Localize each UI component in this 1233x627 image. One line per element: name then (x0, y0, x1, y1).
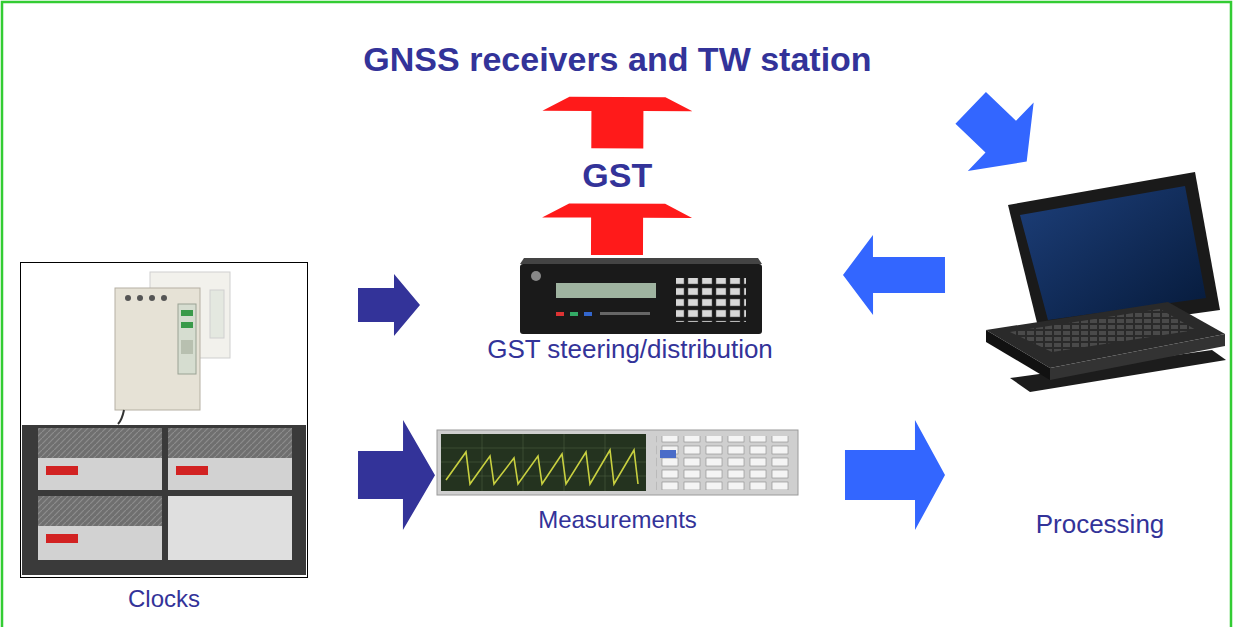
measurement-instrument (437, 430, 798, 495)
target-heading: GNSS receivers and TW station (340, 35, 895, 85)
measurement-unit: Measurements (437, 428, 798, 543)
steering-unit: GST steering/distribution (420, 255, 840, 375)
steering-device (520, 258, 762, 334)
clock-cabinets (115, 272, 230, 424)
block-arrow (955, 92, 1033, 171)
block-arrow (845, 420, 945, 530)
edge-label: GST (576, 156, 658, 195)
node-label: Processing (1036, 510, 1165, 540)
block-arrow (843, 235, 945, 315)
clock-group-box: Clocks (20, 262, 308, 578)
node-label: GST steering/distribution (487, 335, 773, 365)
block-arrow (542, 97, 692, 149)
laptop (986, 172, 1226, 392)
atomic-clock-units (22, 425, 306, 575)
block-arrow (542, 204, 692, 256)
heading-text: GNSS receivers and TW station (363, 40, 871, 79)
block-arrow (358, 274, 420, 336)
processing-unit: Processing (975, 172, 1225, 542)
block-arrow (358, 420, 435, 530)
node-label: Measurements (538, 506, 697, 534)
node-label: Clocks (128, 585, 200, 613)
